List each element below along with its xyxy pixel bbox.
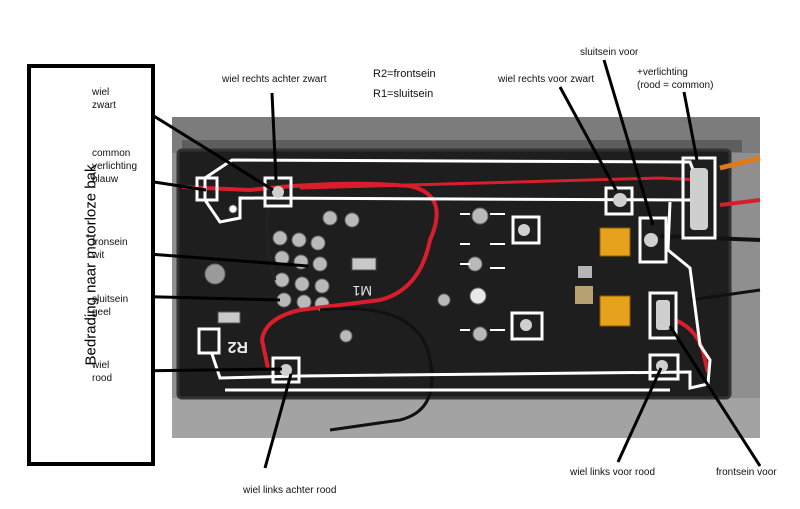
label-wiel-zwart-1: wiel <box>92 87 110 98</box>
side-label-text: Bedrading naar motorloze bak <box>82 164 100 366</box>
capacitor-pad-1 <box>575 286 593 304</box>
label-fronsein-1: fronsein <box>92 237 128 248</box>
label-wiel-links-voor-rood: wiel links voor rood <box>570 467 656 478</box>
label-common-3: blauw <box>92 174 119 185</box>
orange-wire <box>719 155 761 171</box>
resistor-r2 <box>217 311 241 324</box>
red-wire-bottom-right <box>674 318 710 373</box>
label-wiel-rood-1: wiel <box>92 360 110 371</box>
resistor-r1 <box>351 257 377 271</box>
side-label-box: Bedrading naar motorloze bak <box>27 64 155 466</box>
housing-bottom-rim <box>172 398 760 438</box>
pcb-edge <box>176 148 732 400</box>
board-marking-r2: R2 <box>227 338 248 355</box>
label-wiel-links-achter-rood: wiel links achter rood <box>243 485 337 496</box>
legend-r2: R2=frontsein <box>373 68 436 80</box>
resistor-right <box>578 266 592 278</box>
label-wiel-rechts-achter-zwart: wiel rechts achter zwart <box>222 74 327 85</box>
label-common-1: common <box>92 148 131 159</box>
trace-outline <box>203 158 702 224</box>
leader-frontsein-voor <box>668 325 762 467</box>
label-frontsein-voor: frontsein voor <box>716 467 777 478</box>
leader-wiel-rood <box>129 367 283 373</box>
capacitor-top <box>599 227 631 257</box>
label-fronsein-2: wit <box>92 250 105 261</box>
red-wire-main <box>299 176 701 190</box>
label-sluitsein-2: geel <box>92 307 111 318</box>
leader-wiel-rechts-achter <box>270 92 278 181</box>
board-marking-m1: M1 <box>352 283 372 299</box>
black-wire-bottom <box>319 307 434 432</box>
red-wire-top <box>181 181 439 369</box>
label-sluitsein-voor: sluitsein voor <box>580 47 639 58</box>
black-wire-right <box>689 288 761 302</box>
pcb <box>178 150 730 398</box>
solder-pads <box>204 204 489 343</box>
label-common-2: verlichting <box>92 161 138 172</box>
leader-wiel-links-achter <box>263 373 293 469</box>
leader-wiel-rechts-voor <box>558 86 618 191</box>
leader-sluitsein-voor <box>602 59 655 226</box>
black-wire-left <box>265 189 277 281</box>
label-wiel-zwart-2: zwart <box>92 100 116 111</box>
label-verlichting-2: (rood = common) <box>637 80 714 91</box>
red-wire-right <box>719 198 761 207</box>
leader-wiel-links-voor <box>616 367 663 463</box>
legend-r1: R1=sluitsein <box>373 88 434 100</box>
label-wiel-rechts-voor-zwart: wiel rechts voor zwart <box>498 74 595 85</box>
label-verlichting-1: +verlichting <box>637 67 688 78</box>
label-sluitsein-1: sluitsein <box>92 294 129 305</box>
label-wiel-rood-2: rood <box>92 373 113 384</box>
leader-verlichting <box>682 91 699 161</box>
capacitor-bottom <box>599 295 631 327</box>
